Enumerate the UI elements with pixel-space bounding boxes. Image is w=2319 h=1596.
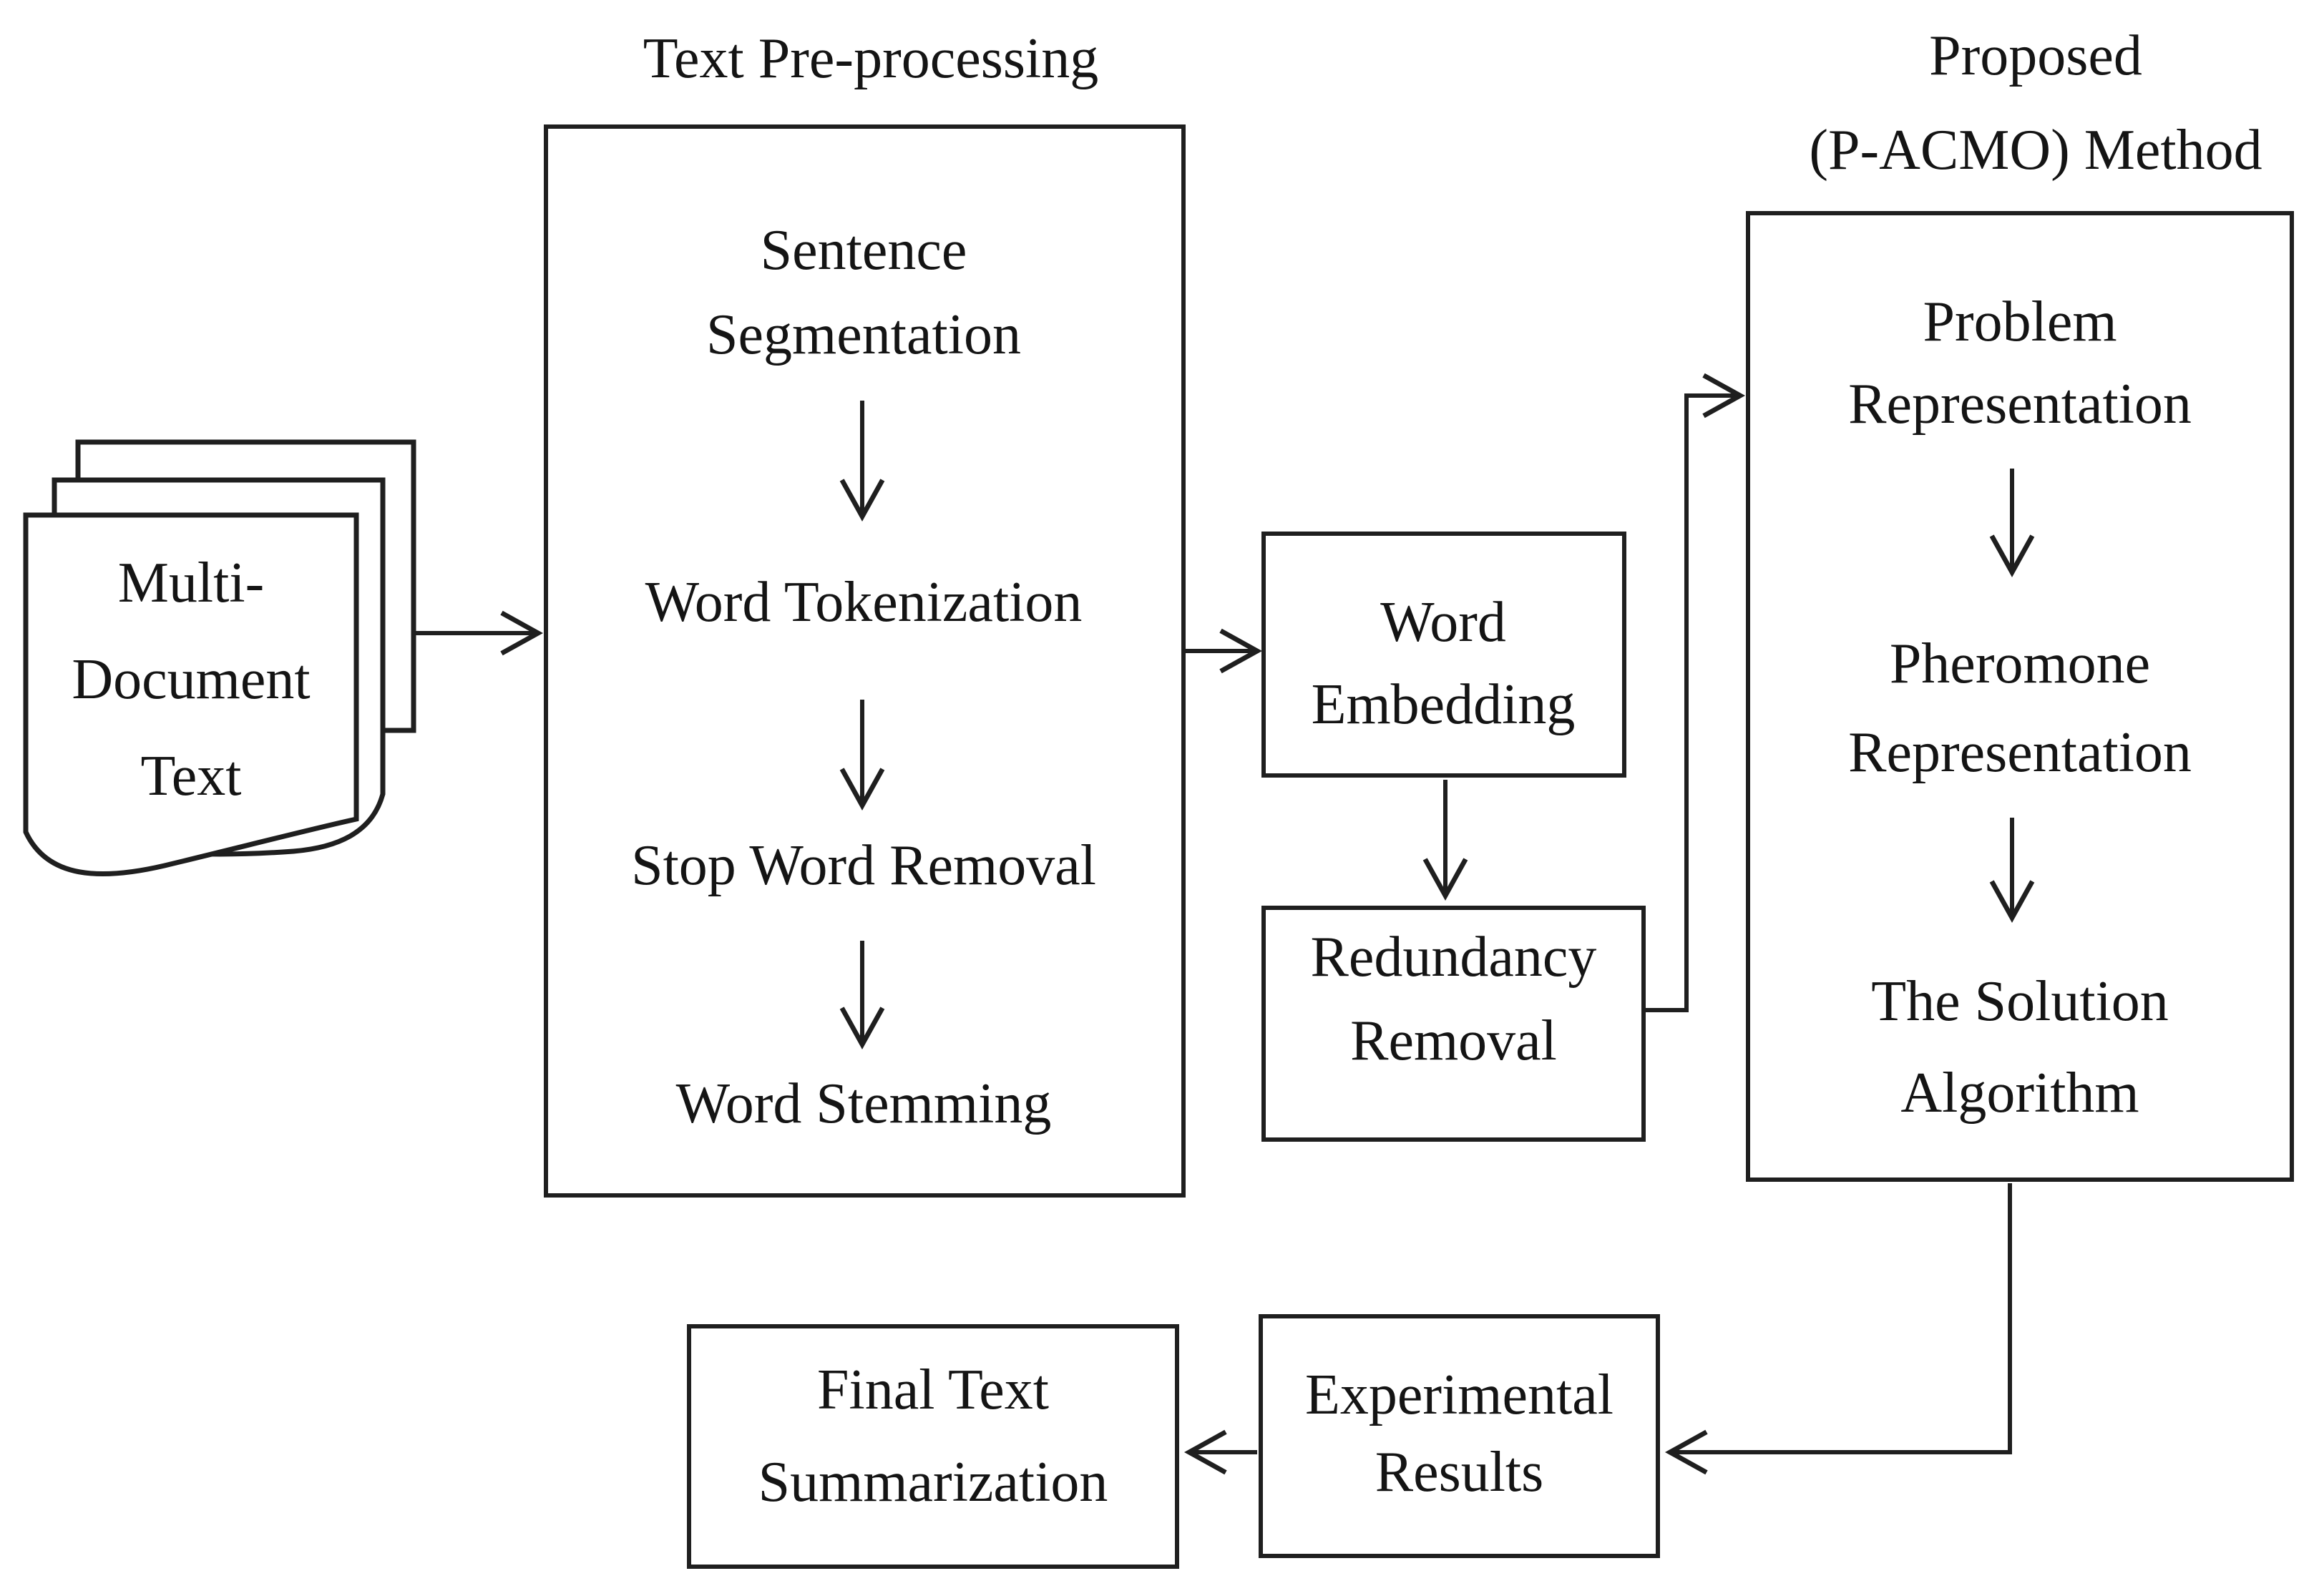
step-label-pheromone-representation: Representation [1848,720,2192,784]
final-label-line: Final Text [816,1358,1050,1421]
source-label-line: Multi- [117,551,265,615]
step-label-the-solution: The Solution [1871,969,2169,1033]
step-label-algorithm: Algorithm [1900,1061,2139,1125]
source-label-line: Document [72,647,311,711]
step-label-problem-representation: Representation [1848,372,2192,436]
step-label-problem: Problem [1923,290,2117,353]
step-label-stop-word-removal: Stop Word Removal [631,833,1096,897]
preprocessing-title: Text Pre-processing [643,26,1099,90]
redundancy-box [1261,906,1646,1142]
experimental-label-line: Results [1375,1440,1544,1504]
redundancy-label-line: Redundancy [1310,925,1597,989]
proposed-title-line2: (P-ACMO) Method [1809,118,2262,182]
experimental-label-line: Experimental [1305,1363,1613,1426]
step-label-segmentation: Segmentation [706,303,1021,366]
step-label-word-tokenization: Word Tokenization [645,570,1083,634]
proposed-title-line1: Proposed [1929,24,2142,87]
redundancy-label-line: Removal [1350,1009,1557,1072]
final-box [687,1324,1179,1569]
step-label-pheromone: Pheromone [1889,632,2151,695]
final-label-line: Summarization [758,1450,1108,1514]
step-label-sentence: Sentence [760,218,967,282]
connector-proposed-to-experimental [1664,1183,2012,1475]
document-page-front-icon [23,512,359,876]
step-label-word-stemming: Word Stemming [675,1072,1052,1135]
source-label-line: Text [140,744,242,808]
embedding-box [1261,532,1626,778]
connector-redundancy-to-proposed [1646,373,1746,1012]
experimental-box [1259,1314,1660,1558]
embedding-label-line: Word [1380,590,1506,654]
preprocessing-box [544,124,1186,1198]
proposed-box [1746,211,2294,1182]
embedding-label-line: Embedding [1311,672,1576,736]
